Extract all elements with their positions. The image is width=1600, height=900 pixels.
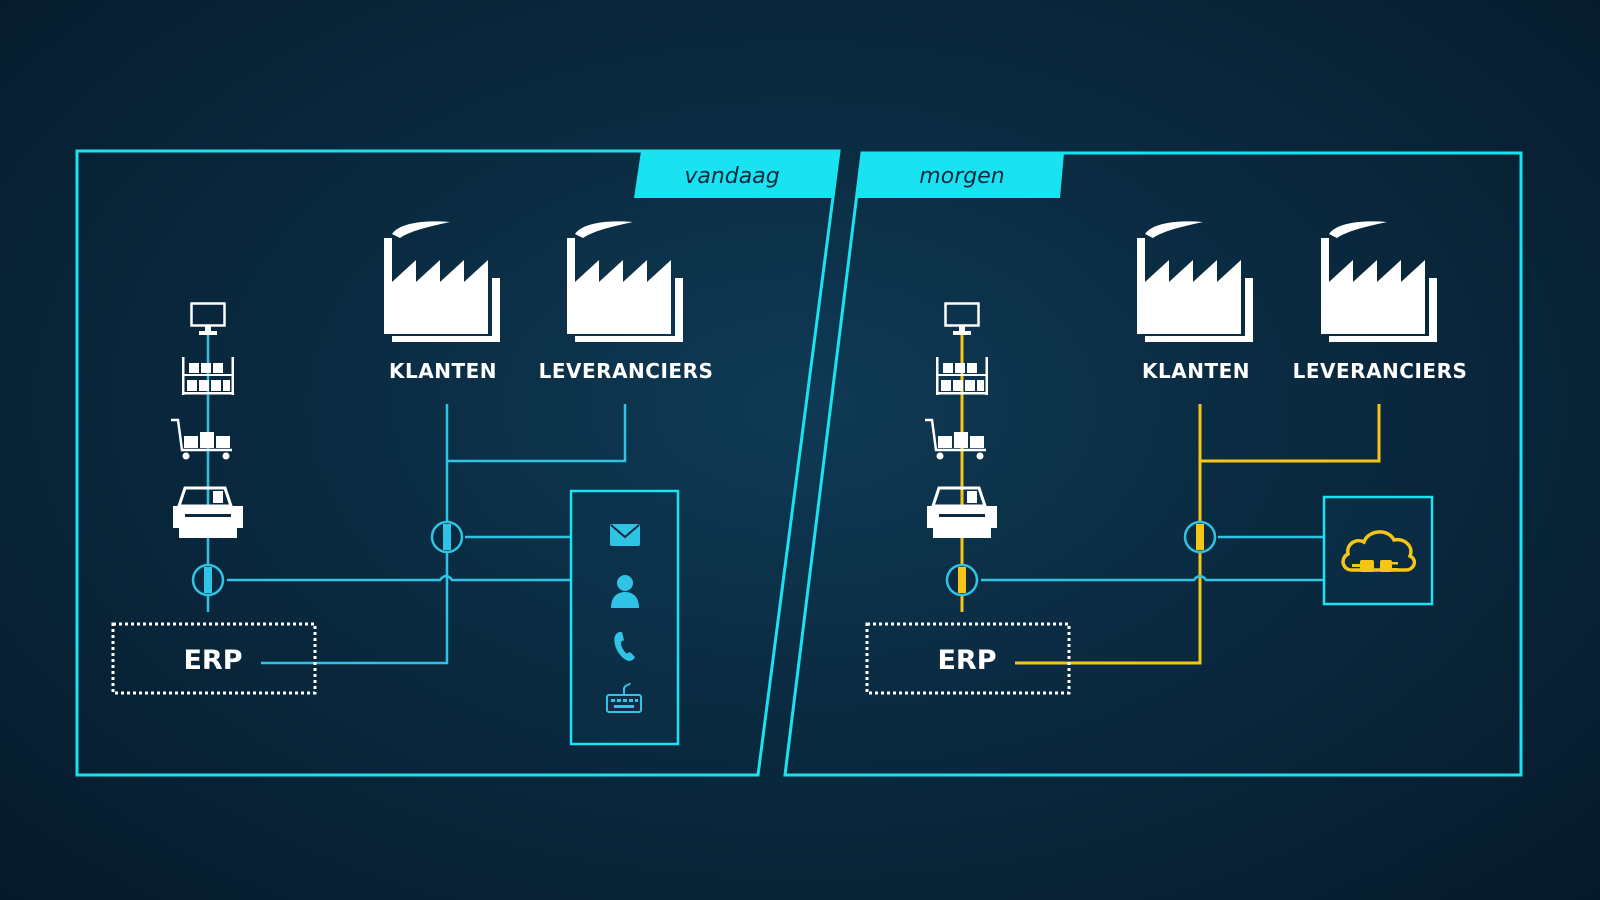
panel-today-frame — [75, 149, 841, 777]
erp-label: ERP — [937, 645, 996, 676]
panel-today-tab — [634, 151, 838, 198]
connections-tomorrow-cyan — [981, 535, 1324, 582]
panel-tomorrow-title: morgen — [919, 164, 1004, 189]
trolley-icon — [170, 418, 234, 460]
factory-icon — [1321, 221, 1437, 342]
erp-label: ERP — [183, 645, 242, 676]
envelope-icon — [610, 524, 640, 546]
customers-label: KLANTEN — [389, 359, 497, 383]
connector-node — [945, 563, 979, 597]
cloud-hub-box — [1322, 495, 1434, 606]
panel-tomorrow-tab — [856, 153, 1064, 198]
factory-icon — [1137, 221, 1253, 342]
connector-node — [191, 563, 225, 597]
panel-today-title: vandaag — [684, 164, 779, 189]
connector-node — [430, 520, 464, 554]
factory-icon — [384, 221, 500, 342]
erp-box — [111, 622, 317, 695]
suppliers-label: LEVERANCIERS — [539, 359, 714, 383]
monitor-icon — [944, 302, 980, 336]
panel-tomorrow: morgen KLANTEN LEVERANCIERS — [783, 151, 1523, 777]
customers-label: KLANTEN — [1142, 359, 1250, 383]
panel-tomorrow-frame — [783, 151, 1523, 777]
monitor-icon — [190, 302, 226, 336]
trolley-icon — [924, 418, 988, 460]
factory-icon — [567, 221, 683, 342]
connector-node — [1183, 520, 1217, 554]
panel-today: vandaag KLANTEN LEVERANCIERS — [75, 149, 841, 777]
suppliers-label: LEVERANCIERS — [1293, 359, 1468, 383]
erp-box — [865, 622, 1071, 695]
